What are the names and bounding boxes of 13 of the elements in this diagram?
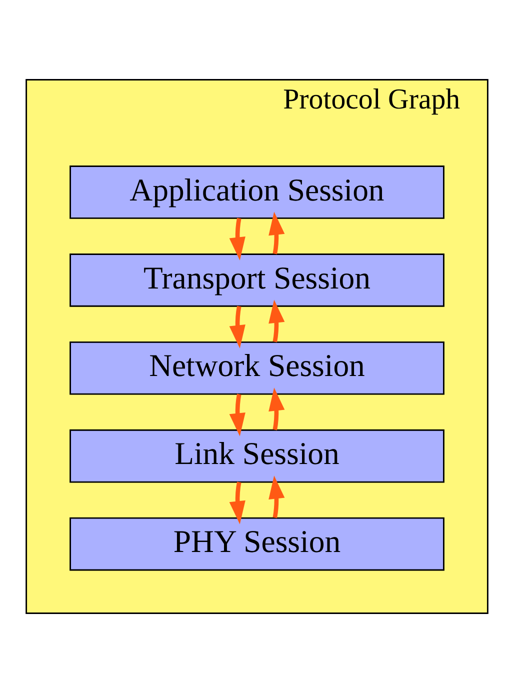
node-box: Link Session [69,428,444,482]
arrow [268,299,284,342]
node-box: Transport Session [69,253,444,306]
arrow [228,305,245,348]
node-box: Network Session [69,340,444,394]
arrow [228,393,245,436]
arrow [228,481,245,524]
node-box: PHY Session [69,516,444,570]
arrow [268,475,284,518]
arrow [268,387,284,430]
node-box: Application Session [69,165,444,218]
arrow [228,217,245,260]
arrow [268,211,284,254]
